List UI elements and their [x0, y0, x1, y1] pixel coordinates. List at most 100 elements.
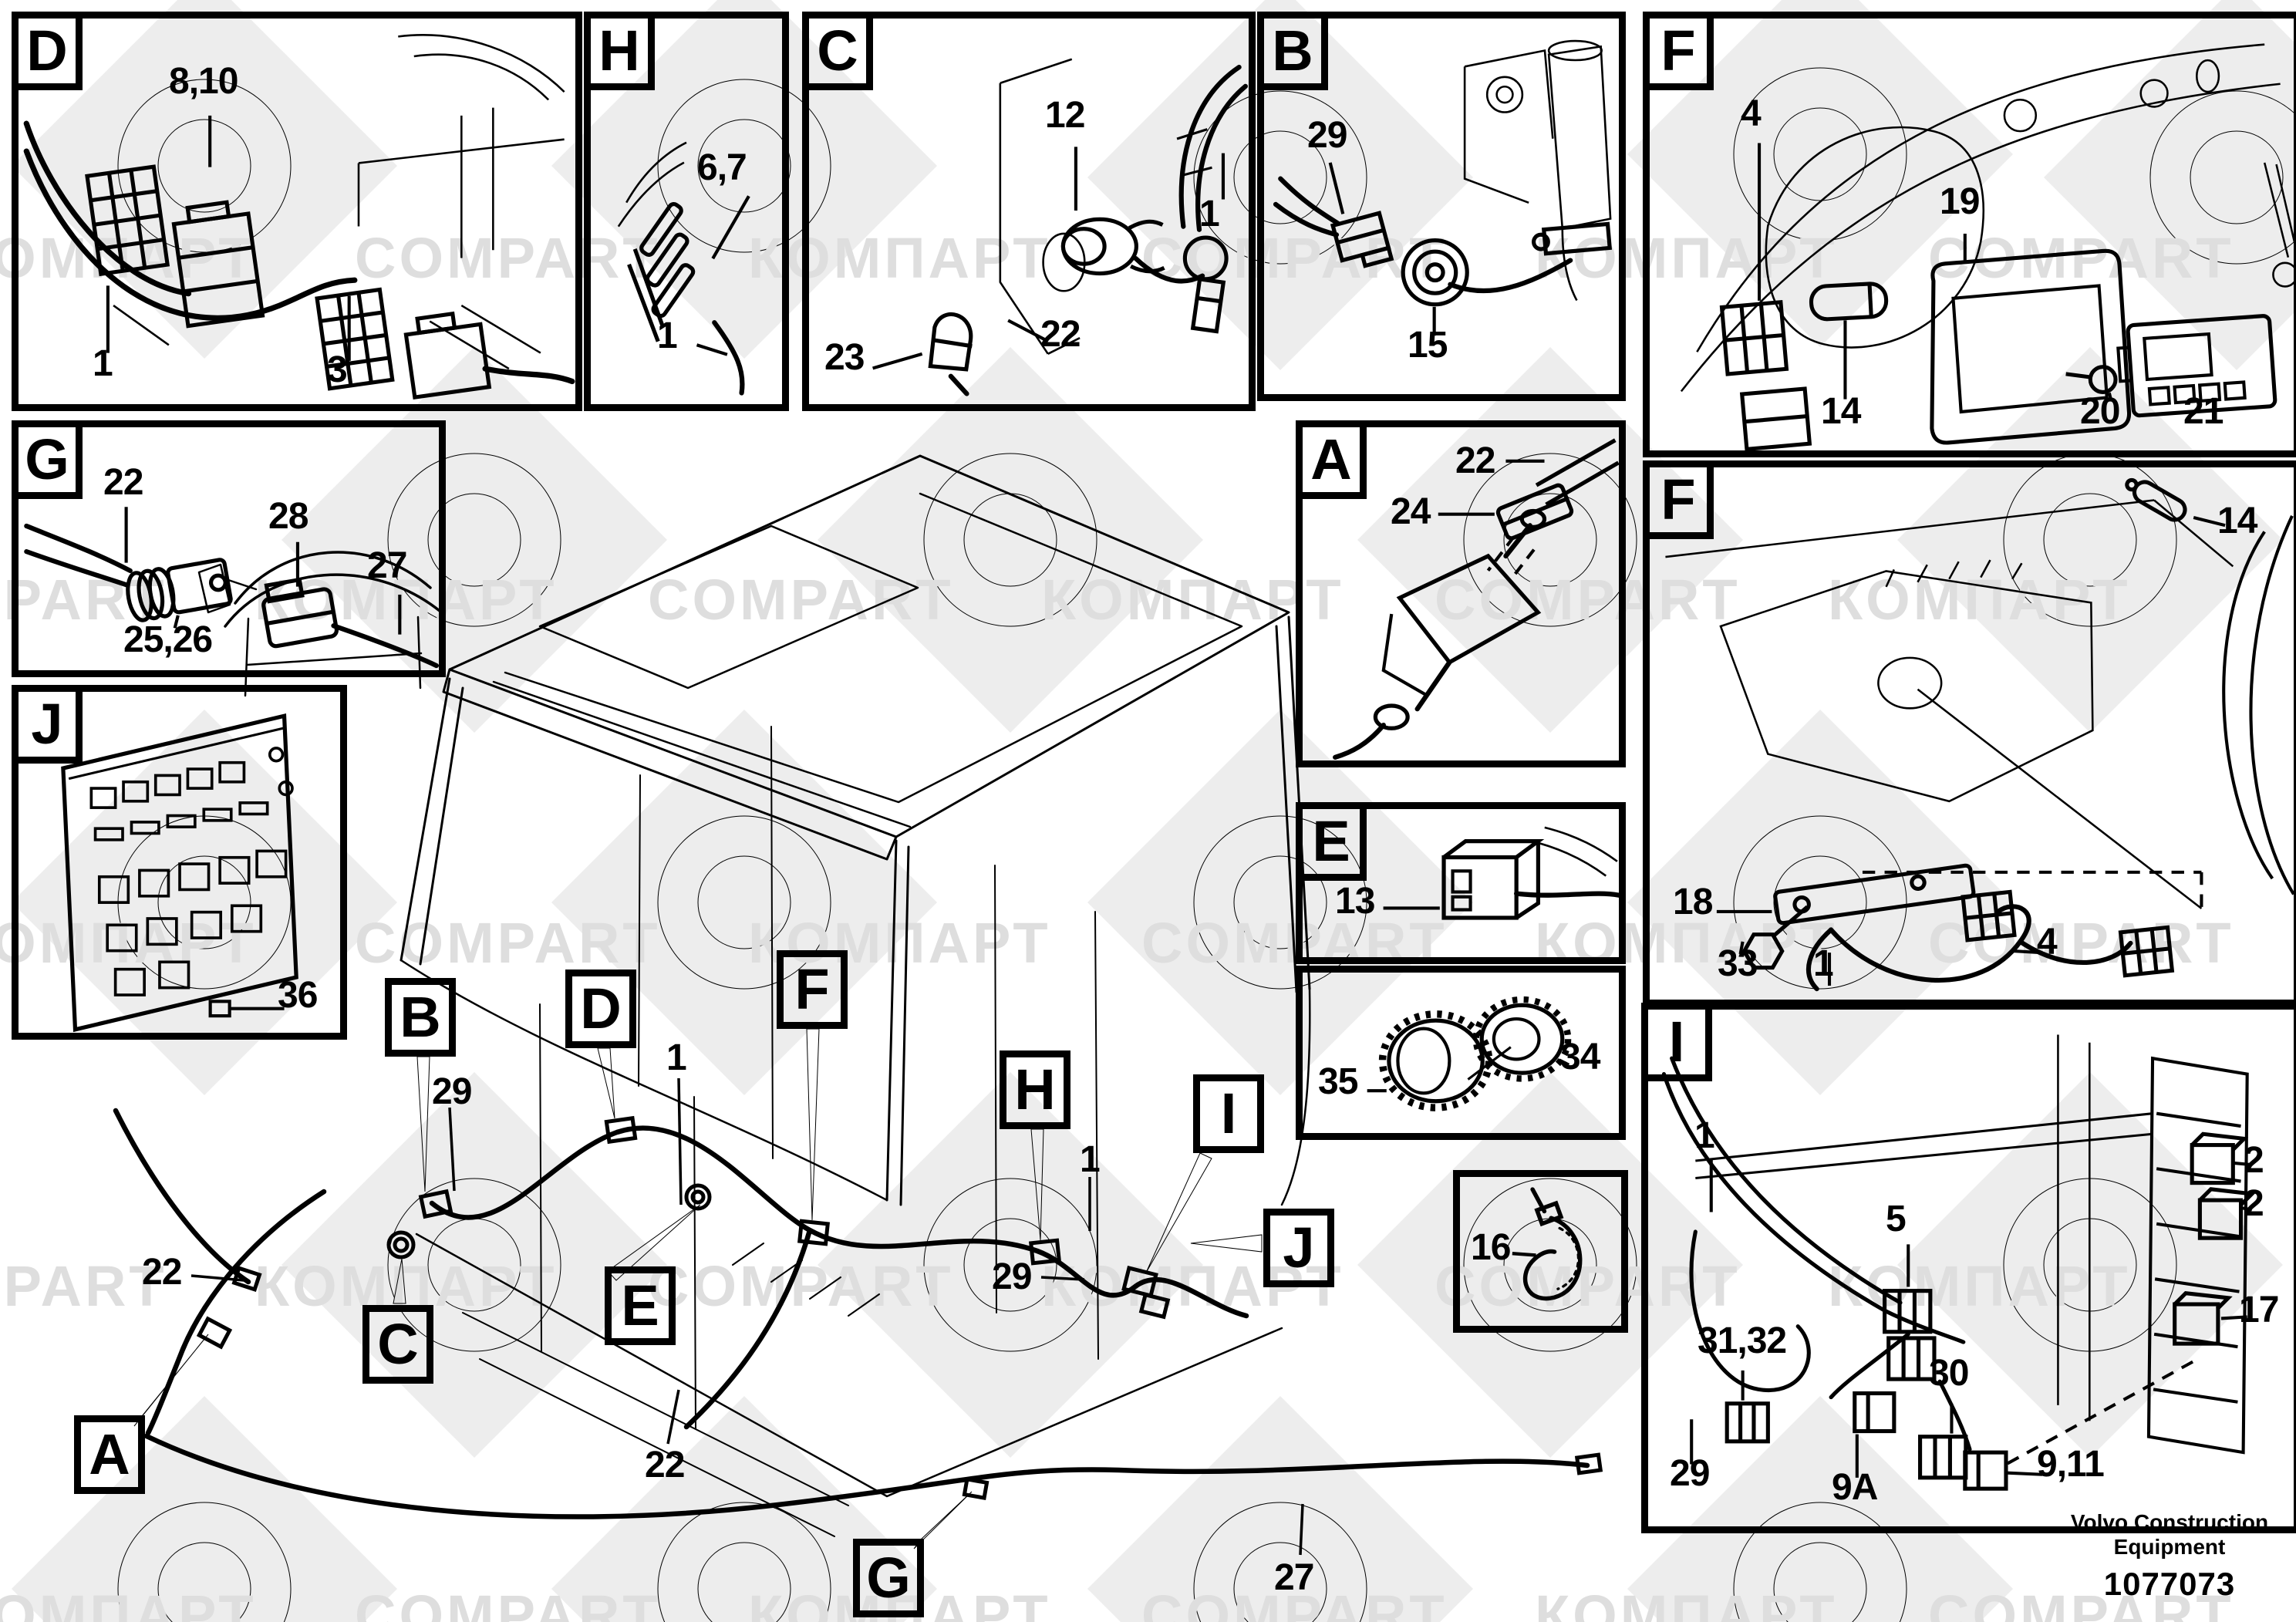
- watermark-text: КОМПАРТ: [748, 226, 1051, 290]
- callout-f2-1: 1: [1813, 943, 1834, 984]
- callout-b-29: 29: [1307, 115, 1347, 156]
- callout-a-24: 24: [1391, 491, 1431, 532]
- panel-rings-sketch: [1367, 996, 1572, 1111]
- main-letter-b: B: [385, 978, 456, 1057]
- callout-d-8-10: 8,10: [169, 61, 238, 102]
- watermark-text: COMPART: [1435, 568, 1741, 632]
- callout-f2-4: 4: [2037, 922, 2058, 963]
- panel-letter-f1: F: [1643, 12, 1714, 90]
- detail-panel-i: I 1 5 2 2 17 31,32 30 29 9A 9,11: [1641, 1003, 2296, 1533]
- watermark-text: КОМПАРТ: [0, 1583, 257, 1622]
- main-callout-1b: 1: [1080, 1139, 1101, 1180]
- detail-panel-b: B 29 15: [1257, 12, 1626, 401]
- main-letter-f: F: [777, 950, 848, 1029]
- document-number: 1077073: [2103, 1566, 2236, 1603]
- panel-b-sketch: [1273, 39, 1613, 336]
- detail-panel-f2: F 14 18 4 33 1: [1643, 460, 2296, 1007]
- panel-letter-c: C: [802, 12, 873, 90]
- watermark-text: COMPART: [0, 1254, 167, 1318]
- main-letter-h: H: [1000, 1050, 1070, 1129]
- callout-i-5: 5: [1886, 1199, 1907, 1239]
- panel-tie-sketch: [1512, 1187, 1583, 1301]
- main-letter-d: D: [565, 969, 636, 1048]
- callout-i-31-32: 31,32: [1698, 1320, 1787, 1361]
- detail-panel-d: D 8,10 1 3: [12, 12, 582, 411]
- callout-e-13: 13: [1335, 881, 1375, 922]
- detail-panel-h: H 6,7 1: [584, 12, 789, 411]
- main-letter-g: G: [853, 1539, 924, 1617]
- panel-j-sketch: [61, 713, 298, 1033]
- callout-h-1: 1: [657, 315, 678, 356]
- panel-f1-sketch: [1680, 43, 2294, 450]
- main-letter-j: J: [1263, 1209, 1334, 1287]
- callout-f1-20: 20: [2080, 391, 2120, 432]
- callout-i-30: 30: [1929, 1353, 1969, 1394]
- callout-d-1: 1: [93, 343, 113, 384]
- callout-i-2b: 2: [2244, 1183, 2264, 1224]
- detail-panel-f1: F 4 19 14 20 21: [1643, 12, 2296, 457]
- detail-panel-j: J 36: [12, 685, 347, 1040]
- panel-i-sketch: [1661, 1034, 2257, 1491]
- callout-f1-14: 14: [1821, 391, 1861, 432]
- watermark-text: КОМПАРТ: [1535, 1583, 1838, 1622]
- callout-f2-33: 33: [1718, 943, 1758, 984]
- panel-letter-h: H: [584, 12, 655, 90]
- detail-panel-e: E 13: [1296, 802, 1626, 964]
- callout-f2-14: 14: [2217, 501, 2257, 541]
- main-letter-a: A: [74, 1415, 145, 1494]
- panel-g-sketch: [24, 507, 439, 669]
- callout-i-29: 29: [1670, 1453, 1710, 1494]
- panel-h-sketch: [617, 141, 750, 396]
- main-callout-27: 27: [1274, 1557, 1314, 1598]
- detail-panel-c: C 12 23 22 1: [802, 12, 1256, 411]
- callout-h-6-7: 6,7: [697, 147, 747, 188]
- watermark-text: КОМПАРТ: [1041, 568, 1344, 632]
- watermark-text: КОМПАРТ: [0, 911, 257, 975]
- main-callout-1: 1: [666, 1037, 687, 1078]
- watermark-text: КОМПАРТ: [0, 226, 257, 290]
- callout-f1-4: 4: [1741, 93, 1762, 134]
- panel-c-sketch: [872, 58, 1248, 396]
- callout-i-2a: 2: [2244, 1140, 2264, 1181]
- panel-d-sketch: [23, 34, 575, 400]
- panel-f2-sketch: [1665, 477, 2294, 992]
- main-callout-22b: 22: [645, 1445, 685, 1485]
- panel-letter-j: J: [12, 685, 83, 764]
- main-callout-29: 29: [432, 1071, 472, 1112]
- callout-c-12: 12: [1045, 95, 1085, 136]
- callout-g-22: 22: [103, 462, 143, 503]
- callout-i-9-11: 9,11: [2037, 1444, 2105, 1485]
- watermark-text: COMPART: [1928, 1583, 2234, 1622]
- main-letter-e: E: [605, 1266, 676, 1345]
- callout-b-15: 15: [1408, 325, 1448, 366]
- panel-letter-b: B: [1257, 12, 1328, 90]
- callout-tie-16: 16: [1471, 1227, 1511, 1268]
- callout-g-28: 28: [268, 496, 308, 537]
- main-letter-c: C: [362, 1305, 433, 1384]
- callout-g-27: 27: [367, 545, 407, 586]
- panel-letter-d: D: [12, 12, 83, 90]
- watermark-text: COMPART: [355, 911, 661, 975]
- detail-panel-tie: 16: [1453, 1170, 1628, 1333]
- callout-f2-18: 18: [1673, 882, 1713, 922]
- callout-i-1: 1: [1694, 1115, 1715, 1156]
- panel-letter-g: G: [12, 420, 83, 499]
- panel-letter-a: A: [1296, 420, 1367, 499]
- panel-e-sketch: [1383, 826, 1619, 920]
- watermark-text: COMPART: [355, 1583, 661, 1622]
- watermark-text: COMPART: [648, 568, 954, 632]
- callout-f1-19: 19: [1940, 181, 1980, 222]
- callout-g-25-26: 25,26: [123, 619, 213, 660]
- publisher-name-line1: Volvo Construction: [2070, 1510, 2269, 1534]
- footer-block: Volvo Construction Equipment 1077073: [2042, 1510, 2296, 1603]
- callout-c-23: 23: [824, 337, 865, 378]
- callout-c-1: 1: [1199, 194, 1220, 234]
- detail-panel-a: A 22 24: [1296, 420, 1626, 767]
- watermark-text: КОМПАРТ: [748, 911, 1051, 975]
- callout-j-36: 36: [278, 975, 318, 1016]
- watermark-text: COMPART: [1141, 1583, 1448, 1622]
- callout-f1-21: 21: [2183, 391, 2224, 432]
- watermark-text: COMPART: [355, 226, 661, 290]
- main-callout-29b: 29: [992, 1256, 1032, 1297]
- panel-a-sketch: [1333, 438, 1619, 760]
